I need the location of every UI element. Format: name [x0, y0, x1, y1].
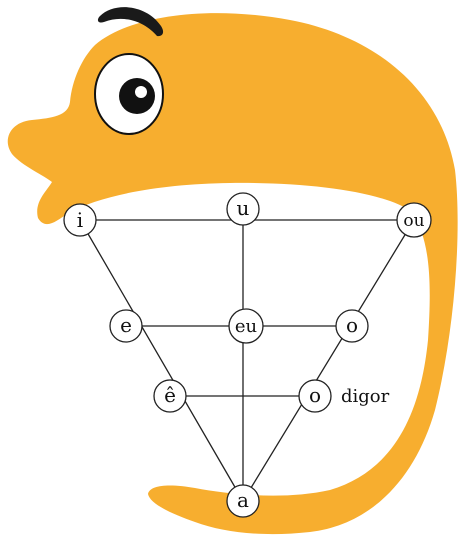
vowel-label-o-low: o	[309, 383, 321, 407]
vowel-node-eu: eu	[229, 309, 263, 343]
vowel-label-i: i	[77, 208, 83, 232]
vowel-node-o-low: o	[299, 380, 331, 412]
vowel-node-a: a	[227, 485, 259, 517]
vowel-label-u: u	[237, 196, 250, 220]
vowel-label-o-mid: o	[346, 313, 358, 337]
vowel-label-ou: ou	[403, 211, 424, 231]
vowel-label-e: e	[120, 313, 132, 337]
diagram-lines	[80, 209, 414, 501]
vowel-label-e-circ: ê	[164, 383, 176, 407]
vowel-node-i: i	[64, 204, 96, 236]
vowel-node-e-circ: ê	[154, 380, 186, 412]
vowel-label-eu: eu	[235, 316, 257, 337]
vowel-label-a: a	[237, 488, 249, 512]
creature-body	[8, 13, 458, 534]
line-i-a	[80, 220, 243, 501]
fish-mascot-icon	[8, 7, 458, 534]
vowel-node-o-mid: o	[336, 310, 368, 342]
vowel-node-u: u	[227, 193, 259, 225]
annotation-digor: digor	[341, 386, 390, 407]
vowel-node-e: e	[110, 310, 142, 342]
vowel-node-ou: ou	[397, 203, 431, 237]
pupil-highlight	[135, 86, 147, 98]
